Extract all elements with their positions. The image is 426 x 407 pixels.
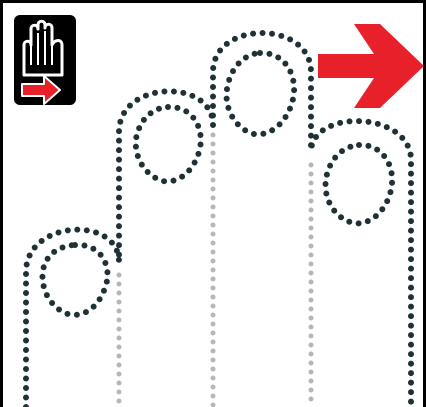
nail-ring	[136, 107, 201, 181]
nail-pinky	[42, 245, 107, 315]
nail-index	[326, 145, 393, 223]
hand-with-arrow-icon	[14, 15, 76, 105]
arrow-right-icon	[318, 24, 424, 108]
nail-middle	[227, 53, 295, 134]
finger-guide-lines	[119, 135, 311, 407]
